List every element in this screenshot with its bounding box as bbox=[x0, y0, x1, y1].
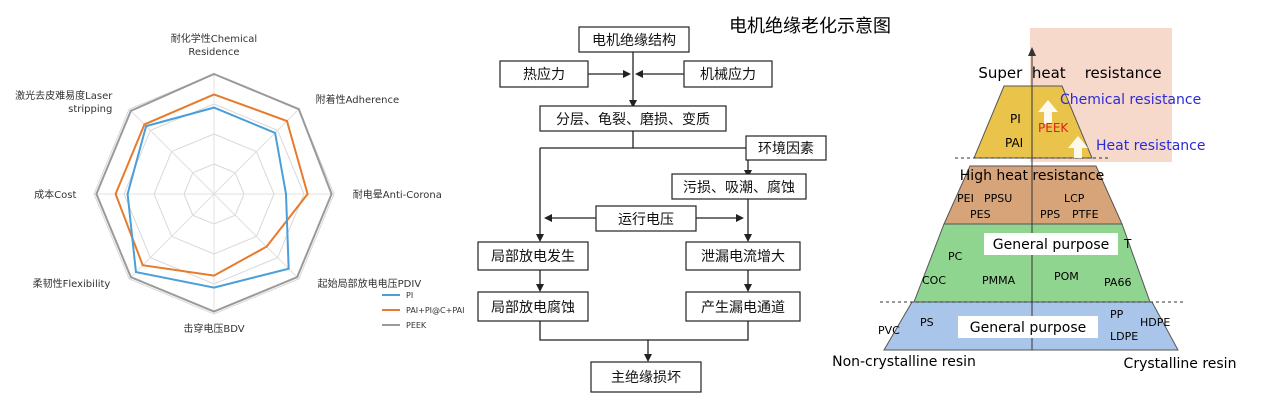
radar-axis-label: 击穿电压BDV bbox=[183, 322, 244, 335]
heat-arrow-icon bbox=[1068, 136, 1088, 158]
node-leakage-path: 产生漏电通道 bbox=[685, 291, 801, 322]
legend-label: PAI+PI@C+PAI bbox=[406, 306, 464, 315]
radar-axis-label-line: 耐化学性Chemical bbox=[171, 32, 257, 45]
resin-ps: PS bbox=[920, 316, 934, 329]
resin-pvc: PVC bbox=[878, 324, 900, 337]
tier-super-heat bbox=[973, 85, 1093, 159]
resin-pi: PI bbox=[1010, 112, 1021, 126]
resin-pps: PPS bbox=[1040, 208, 1060, 221]
node-pd-erosion-label: 局部放电腐蚀 bbox=[491, 299, 575, 316]
resin-pc: PC bbox=[948, 250, 963, 263]
resin-pmma: PMMA bbox=[982, 274, 1016, 287]
node-structure-label: 电机绝缘结构 bbox=[592, 33, 676, 49]
node-voltage: 运行电压 bbox=[595, 205, 697, 232]
node-environment: 环境因素 bbox=[745, 135, 827, 161]
general-purpose-1-suffix: T bbox=[1123, 237, 1132, 251]
node-pd-occur-label: 局部放电发生 bbox=[491, 249, 575, 265]
radar-axis-label: 成本Cost bbox=[34, 188, 76, 201]
legend-label: PEEK bbox=[406, 321, 427, 330]
resin-lcp: LCP bbox=[1064, 192, 1085, 205]
legend-label: PI bbox=[406, 291, 413, 300]
node-degradation-label: 分层、龟裂、磨损、变质 bbox=[556, 112, 710, 128]
resin-pp: PP bbox=[1110, 308, 1124, 321]
radar-axis-label-line: 击穿电压BDV bbox=[183, 322, 244, 335]
resin-ptfe: PTFE bbox=[1072, 208, 1099, 221]
radar-spoke bbox=[213, 108, 300, 195]
radar-series-pai-pi-c-pai bbox=[114, 93, 309, 277]
node-environment-label: 环境因素 bbox=[758, 141, 814, 157]
node-mechanical: 机械应力 bbox=[683, 60, 773, 88]
node-pd-erosion: 局部放电腐蚀 bbox=[477, 291, 589, 322]
radar-spoke bbox=[213, 193, 300, 280]
radar-axis-label-line: 成本Cost bbox=[34, 188, 76, 201]
resin-ldpe: LDPE bbox=[1110, 330, 1138, 343]
flowchart-arrowheads bbox=[536, 70, 752, 362]
node-contamination-label: 污损、吸潮、腐蚀 bbox=[683, 179, 795, 196]
heat-resistance-label: Heat resistance bbox=[1096, 138, 1205, 154]
apex-arrow bbox=[1028, 47, 1036, 56]
radar-axis-label-line: 激光去皮难易度Laser bbox=[15, 89, 113, 102]
node-failure: 主绝缘损坏 bbox=[590, 361, 702, 393]
radar-axis-label-line: stripping bbox=[68, 104, 112, 115]
resin-pom: POM bbox=[1054, 270, 1079, 283]
resin-pa66: PA66 bbox=[1104, 276, 1131, 289]
resin-coc: COC bbox=[922, 274, 946, 287]
resin-hdpe: HDPE bbox=[1140, 316, 1170, 329]
resin-peek: PEEK bbox=[1038, 121, 1069, 135]
resin-pyramid: Super heat resistance Chemical resistanc… bbox=[832, 28, 1236, 372]
node-failure-label: 主绝缘损坏 bbox=[611, 370, 681, 386]
general-purpose-2-bg bbox=[958, 316, 1098, 338]
radar-axis-label: 起始局部放电电压PDIV bbox=[318, 277, 422, 290]
general-purpose-1-bg bbox=[984, 233, 1118, 255]
node-voltage-label: 运行电压 bbox=[618, 212, 674, 228]
resin-pai: PAI bbox=[1005, 136, 1023, 150]
node-mechanical-label: 机械应力 bbox=[700, 66, 756, 83]
radar-series-pi bbox=[126, 106, 290, 289]
radar-axis-label: 激光去皮难易度Laser stripping bbox=[15, 89, 113, 115]
crystalline-label: Crystalline resin bbox=[1124, 356, 1237, 372]
node-leakage-increase-label: 泄漏电流增大 bbox=[701, 249, 785, 265]
radar-spoke bbox=[128, 108, 215, 195]
super-heat-label: Super heat resistance bbox=[978, 64, 1161, 82]
node-pd-occur: 局部放电发生 bbox=[477, 241, 589, 271]
high-heat-label: High heat resistance bbox=[960, 168, 1104, 184]
node-contamination: 污损、吸潮、腐蚀 bbox=[671, 173, 807, 200]
radar-axis-label: 柔韧性Flexibility bbox=[33, 277, 111, 290]
node-leakage-increase: 泄漏电流增大 bbox=[685, 241, 801, 271]
general-purpose-2-label: General purpose bbox=[970, 320, 1087, 336]
radar-axis-label-line: 柔韧性Flexibility bbox=[33, 277, 111, 290]
radar-axis-label: 耐电晕Anti-Corona bbox=[353, 188, 442, 201]
flowchart: 电机绝缘老化示意图 bbox=[477, 16, 891, 393]
radar-axis-label-line: Residence bbox=[188, 47, 239, 58]
resin-ppsu: PPSU bbox=[984, 192, 1012, 205]
non-crystalline-label: Non-crystalline resin bbox=[832, 354, 976, 370]
node-thermal: 热应力 bbox=[499, 60, 589, 88]
node-thermal-label: 热应力 bbox=[523, 66, 565, 83]
flowchart-title: 电机绝缘老化示意图 bbox=[729, 16, 891, 37]
node-degradation: 分层、龟裂、磨损、变质 bbox=[539, 105, 727, 132]
resin-pes: PES bbox=[970, 208, 991, 221]
radar-series bbox=[95, 72, 333, 313]
radar-axis-label-line: 耐电晕Anti-Corona bbox=[353, 188, 442, 201]
general-purpose-1-label: General purpose bbox=[993, 237, 1110, 253]
radar-axis-label: 附着性Adherence bbox=[316, 93, 400, 106]
radar-axis-label-line: 附着性Adherence bbox=[316, 93, 400, 106]
chemical-arrow-icon bbox=[1038, 100, 1058, 124]
radar-grid bbox=[93, 73, 335, 315]
node-structure: 电机绝缘结构 bbox=[578, 26, 690, 53]
resin-pei: PEI bbox=[957, 192, 974, 205]
radar-axis-label-line: 起始局部放电电压PDIV bbox=[318, 277, 422, 290]
radar-legend: PI PAI+PI@C+PAI PEEK bbox=[382, 291, 464, 330]
radar-series-peek bbox=[95, 72, 333, 313]
chemical-resistance-label: Chemical resistance bbox=[1060, 92, 1201, 108]
node-leakage-path-label: 产生漏电通道 bbox=[701, 300, 785, 316]
